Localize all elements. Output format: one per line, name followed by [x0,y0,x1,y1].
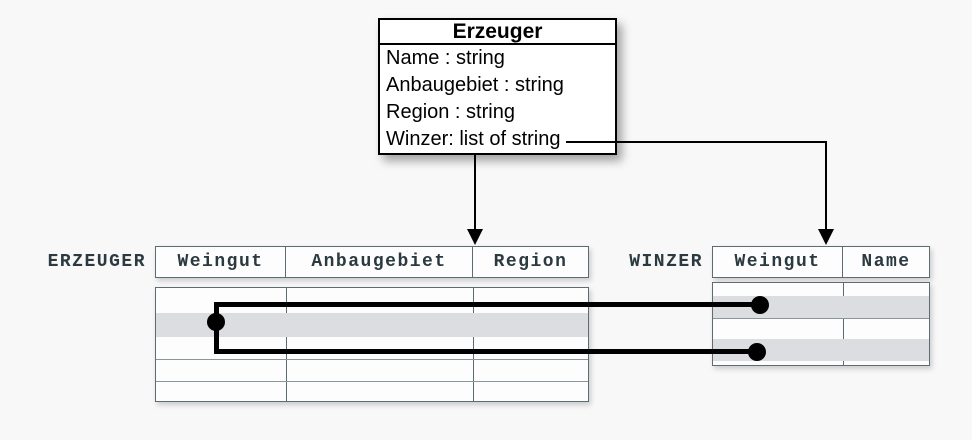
erzeuger-column-divider-2 [473,288,474,401]
arrow-line-class-to-erzeuger [474,155,476,231]
erzeuger-table-label: ERZEUGER [47,252,146,272]
class-attribute-winzer: Winzer: list of string [386,128,561,150]
winzer-table-header: Weingut Name [712,246,930,278]
class-attribute-region: Region : string [386,101,515,123]
winzer-header-name: Name [861,252,911,272]
class-box-erzeuger: Erzeuger Name : string Anbaugebiet : str… [378,18,617,155]
erzeuger-table-header: Weingut Anbaugebiet Region [155,246,589,278]
class-box-title: Erzeuger [380,20,615,45]
erzeuger-header-region: Region [493,252,568,272]
winzer-table-label: WINZER [629,252,703,272]
arrowhead-winzer-icon [818,229,834,245]
winzer-column-divider [843,283,844,365]
arrow-line-winzer-horizontal [566,141,827,143]
class-attribute-anbaugebiet: Anbaugebiet : string [386,74,564,96]
record-link-line-lower [214,349,757,354]
record-dot-winzer-2 [748,343,766,361]
arrowhead-erzeuger-icon [467,229,483,245]
class-attribute-name: Name : string [386,47,505,69]
winzer-table-body [712,282,930,366]
record-link-line-upper [214,302,760,307]
winzer-highlighted-row-2 [713,339,929,361]
erzeuger-column-divider-1 [286,288,287,401]
winzer-header-weingut: Weingut [713,247,843,277]
winzer-highlighted-row-1 [713,296,929,318]
arrow-line-winzer-vertical [825,141,827,231]
erzeuger-row-divider-2 [156,381,588,382]
erzeuger-highlighted-row [156,313,588,337]
erzeuger-header-weingut: Weingut [156,247,286,277]
erzeuger-row-divider-1 [156,359,588,360]
erzeuger-header-anbaugebiet: Anbaugebiet [286,247,473,277]
record-dot-erzeuger [207,313,225,331]
record-dot-winzer-1 [751,296,769,314]
winzer-row-divider [713,318,929,319]
